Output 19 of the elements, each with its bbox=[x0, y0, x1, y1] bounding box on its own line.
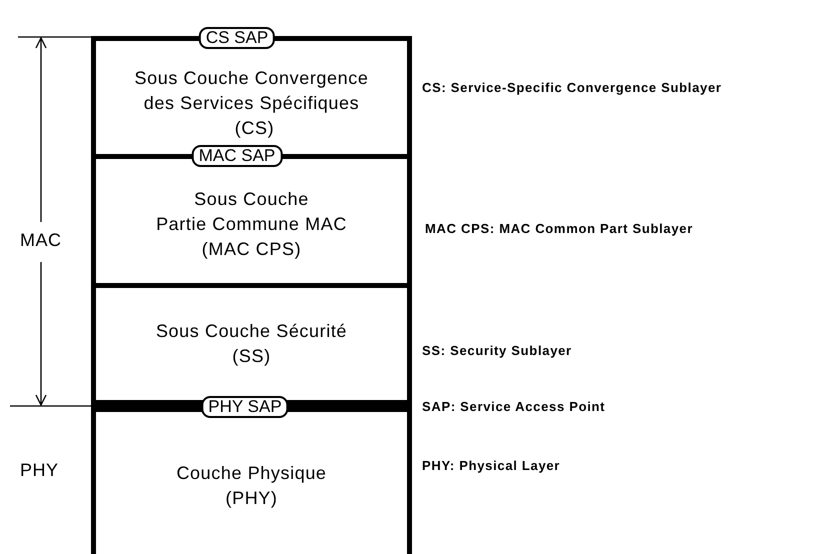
definition-text: SS: Security Sublayer bbox=[422, 343, 572, 358]
layer-label: Couche Physique bbox=[176, 462, 327, 485]
layer-label: (CS) bbox=[234, 117, 274, 140]
layer-label: (PHY) bbox=[226, 487, 278, 510]
layer-label: Sous Couche Sécurité bbox=[156, 320, 348, 343]
definition-text: SAP: Service Access Point bbox=[422, 399, 606, 414]
layer-label: Sous Couche bbox=[194, 188, 309, 210]
access-point-tag: PHY SAP bbox=[201, 396, 289, 418]
layer-group-label: MAC bbox=[20, 230, 62, 251]
layer-label: Partie Commune MAC bbox=[156, 212, 347, 236]
layer-label: (SS) bbox=[232, 345, 271, 368]
access-point-tag: MAC SAP bbox=[192, 145, 282, 167]
access-point-tag: CS SAP bbox=[198, 27, 276, 49]
definition-text: MAC CPS: MAC Common Part Sublayer bbox=[425, 221, 693, 236]
definition-text: PHY: Physical Layer bbox=[422, 458, 560, 473]
layer-label: (MAC CPS) bbox=[202, 238, 302, 261]
definition-text: CS: Service-Specific Convergence Sublayer bbox=[422, 80, 722, 95]
layer-group-label: PHY bbox=[20, 460, 59, 481]
layer-label: Sous Couche Convergence des Services Spécifiques bbox=[134, 67, 370, 115]
